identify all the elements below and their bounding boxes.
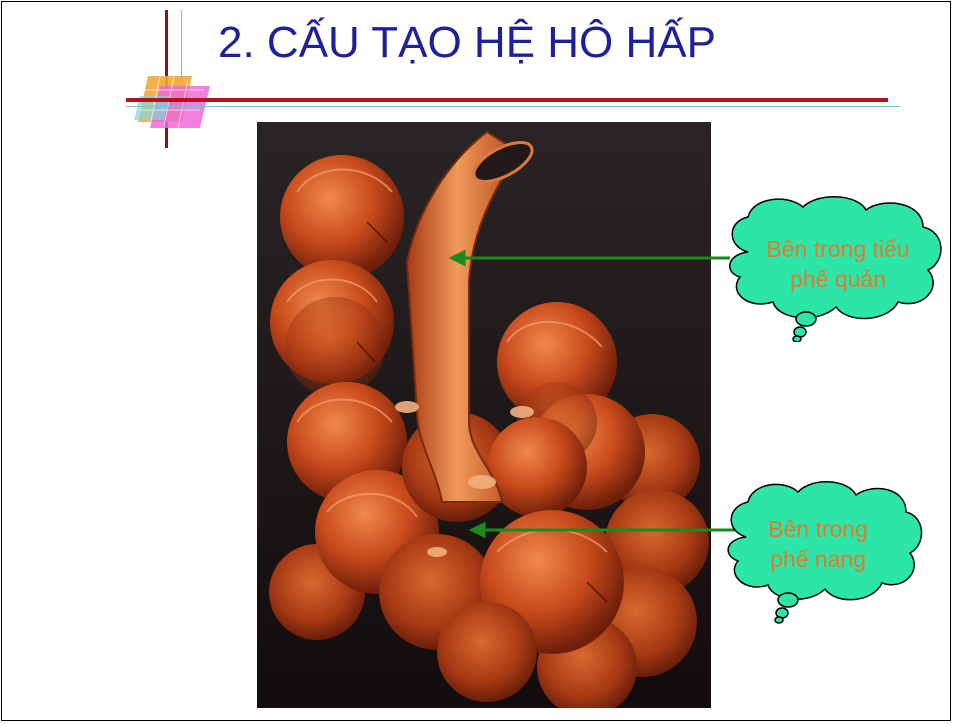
callout-bronchiole-line2: phế quản xyxy=(728,264,948,294)
slide-title: 2. CẤU TẠO HỆ HÔ HẤP xyxy=(218,18,716,68)
alveoli-illustration xyxy=(257,122,711,708)
callout-alveolus-line1: Bên trong xyxy=(728,514,908,544)
callout-alveolus-line2: phế nang xyxy=(728,544,908,574)
title-underline-cyan xyxy=(126,106,900,107)
title-underline-red xyxy=(126,98,888,102)
title-decoration-icon xyxy=(130,70,220,140)
callout-alveolus: Bên trong phế nang xyxy=(728,514,908,574)
callout-bronchiole-line1: Bên trong tiểu xyxy=(728,234,948,264)
callout-bronchiole: Bên trong tiểu phế quản xyxy=(728,234,948,294)
